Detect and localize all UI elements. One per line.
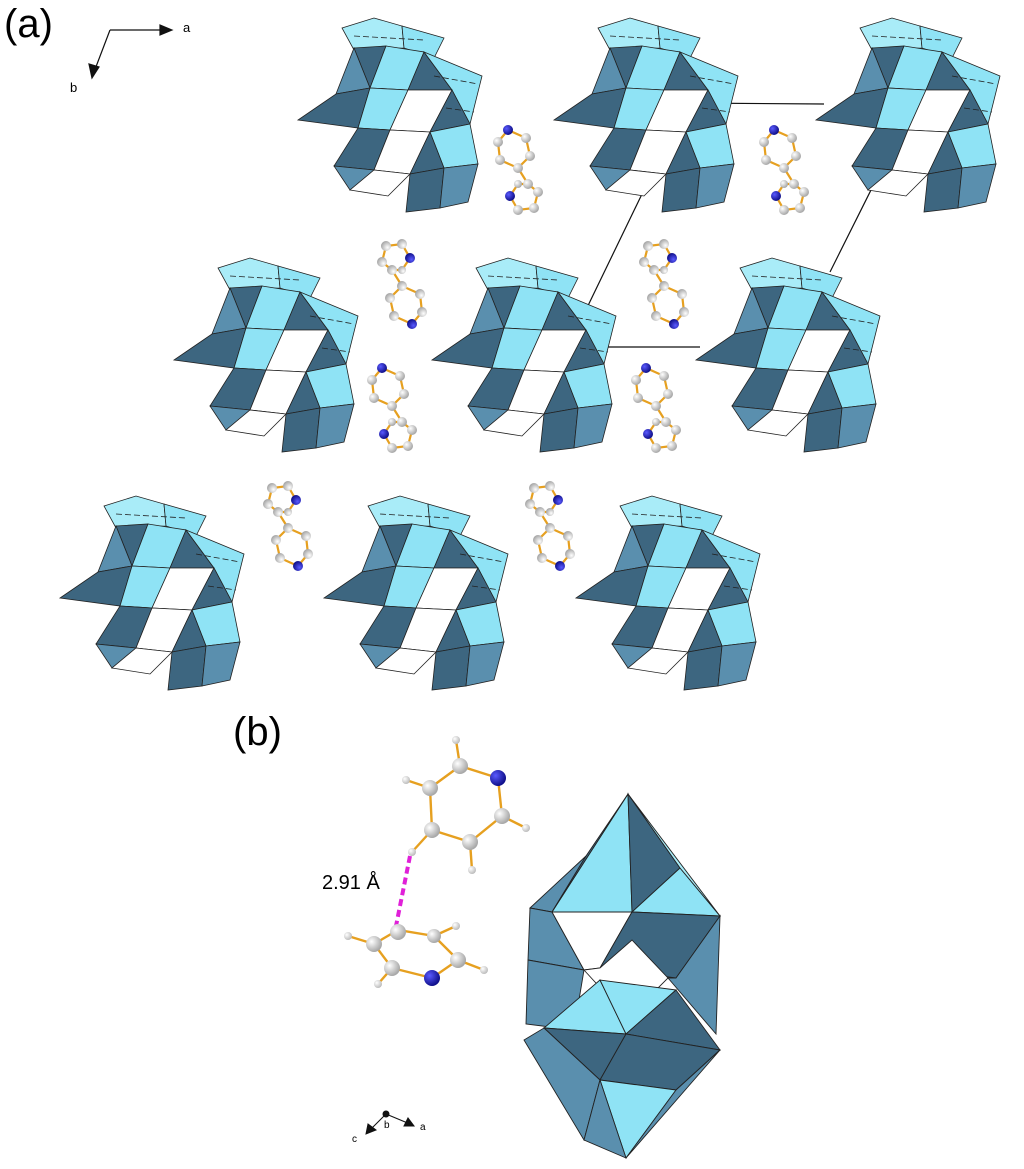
pyridine-pair [375,237,429,331]
pyridine-pair [261,479,315,573]
nitrogen-atom [490,770,506,786]
axis-indicator-c-b-a [365,1110,415,1135]
pom-cluster [323,495,509,691]
pom-cluster [59,495,245,691]
pom-cluster [297,17,483,213]
panel-b [344,736,722,1159]
panel-b-label: (b) [233,710,282,754]
axis-b-label-small: b [384,1120,390,1131]
pom-cluster [173,257,359,453]
axis-a-label-small: a [420,1122,426,1133]
panel-a [59,17,1001,691]
pyridine-pair [629,361,683,455]
pom-cluster [575,495,761,691]
pom-cluster [431,257,617,453]
pyridine-pair [365,361,419,455]
pyridine-pair [491,123,545,217]
pyridine-lower [344,922,488,988]
pyridine-upper [402,736,530,874]
hydrogen-bond-line [394,855,412,927]
hydrogen-bond-distance-label: 2.91 Å [322,872,380,894]
axis-indicator-a-b [88,24,174,80]
pom-cluster [695,257,881,453]
axis-a-label: a [183,20,191,35]
axis-c-label: c [352,1134,357,1145]
panel-a-label: (a) [4,2,53,46]
pom-cluster [553,17,739,213]
axis-b-label: b [70,80,78,95]
pyridine-pair [637,237,691,331]
pom-cluster [815,17,1001,213]
pyridine-pair [523,479,577,573]
pyridine-pair [757,123,811,217]
pom-cluster-side-view [523,792,722,1159]
nitrogen-atom [424,970,440,986]
